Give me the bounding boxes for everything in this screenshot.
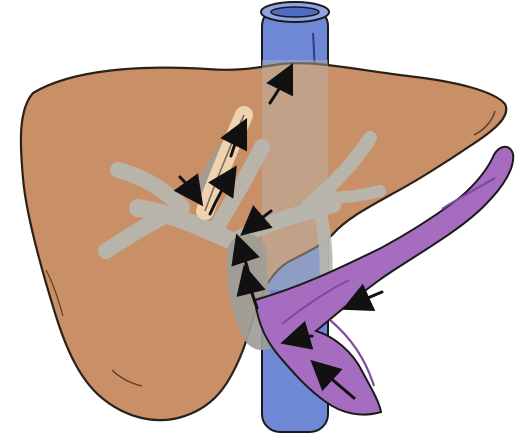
vena-cava-overlay bbox=[262, 60, 328, 290]
vessel-branch-7 bbox=[318, 191, 380, 198]
vena-cava-opening bbox=[271, 7, 319, 17]
vena-cava-overlay-body bbox=[262, 60, 328, 290]
